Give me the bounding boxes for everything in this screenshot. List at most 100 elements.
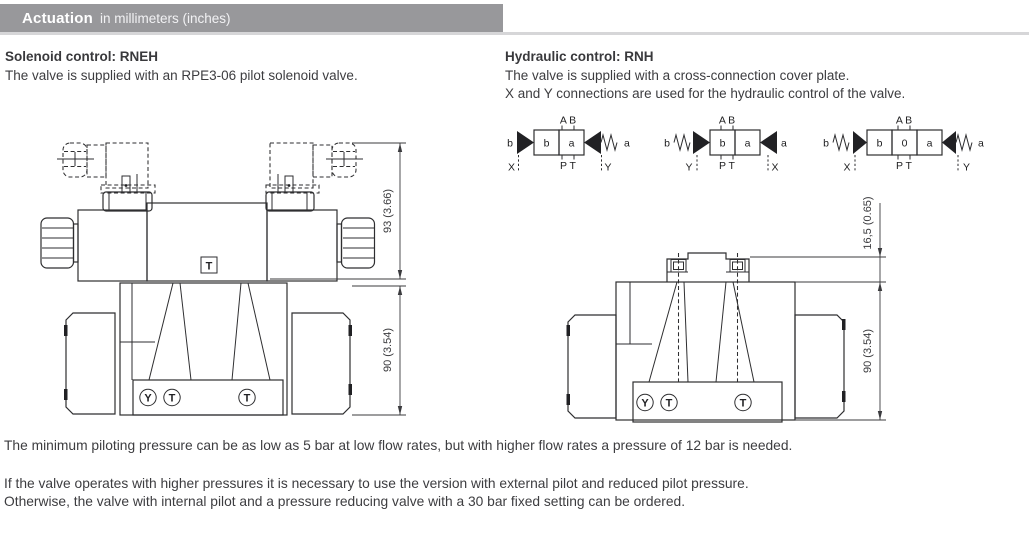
note-line: Otherwise, the valve with internal pilot… [4,494,686,509]
svg-text:T: T [244,393,251,405]
spool-chamber-line [648,281,678,383]
ports-pt-label: P T [896,160,913,172]
dim-93-label: 93 (3.66) [382,189,394,233]
spool-chamber-line [247,282,271,381]
hydraulic-symbol-2: b a A B P T b a Y X [664,115,787,174]
port-symbol-y: Y [139,388,157,407]
left-solenoid-coil [77,209,148,282]
port-x-label: X [772,162,779,174]
note-piloting-pressure: The minimum piloting pressure can be as … [4,437,792,455]
pilot-a-label: a [624,138,630,150]
cover-plate [666,252,750,382]
spool-chamber-line [683,281,689,383]
pilot-arrow-icon [760,131,777,154]
pilot-a-label: a [978,138,984,150]
left-connector-base [102,174,153,212]
port-plate [632,381,783,423]
hydraulic-description-2: X and Y connections are used for the hyd… [505,86,906,101]
ports-ab-label: A B [560,115,576,127]
solenoid-description: The valve is supplied with an RPE3-06 pi… [5,68,358,83]
dimension-16-5: 16,5 (0.65) [750,196,886,291]
svg-text:Y: Y [144,393,152,405]
right-end-cap [291,312,352,415]
pilot-b-label: b [823,138,829,150]
left-end-cap [64,312,116,415]
box-label: a [927,138,933,150]
port-symbol-t2: T [734,393,752,412]
port-x-label: X [843,162,850,174]
cover-bolt [729,259,746,273]
ports-pt-label: P T [719,160,736,172]
right-knurled-nut [336,217,376,269]
port-symbol-t2: T [238,388,256,407]
pilot-arrow-icon [584,131,601,154]
pilot-b-label: b [664,138,670,150]
dimension-93: 93 (3.66) [270,142,406,280]
left-end-cap [566,314,617,419]
right-connector-base [265,174,315,212]
dim-16-5-label: 16,5 (0.65) [862,196,874,249]
hydraulic-section-intro: Hydraulic control: RNH The valve is supp… [505,48,1025,103]
hydraulic-symbol-3: b 0 a A B P T b a X Y [823,115,984,174]
spring-icon [955,133,973,152]
pilot-a-label: a [781,138,787,150]
ports-ab-label: A B [719,115,735,127]
spring-icon [600,133,618,152]
box-label: b [544,138,550,150]
right-end-cap [794,314,846,419]
note-line: The minimum piloting pressure can be as … [4,438,793,453]
dim-90-label: 90 (3.54) [862,329,874,373]
hydraulic-valve-drawing: Y T T 16,5 (0.65) [566,196,886,423]
spring-icon [673,133,691,152]
svg-text:Y: Y [641,398,649,410]
spool-chamber-line [148,282,174,381]
port-y-label: Y [685,162,692,174]
port-x-label: X [508,162,515,174]
ports-ab-label: A B [896,115,912,127]
svg-text:T: T [666,398,673,410]
section-header-bar: Actuation in millimeters (inches) [0,4,503,32]
hydraulic-description-1: The valve is supplied with a cross-conne… [505,68,850,83]
box-label: 0 [902,138,908,150]
svg-text:T: T [740,398,747,410]
pilot-arrow-icon [853,131,867,154]
port-y-label: Y [605,162,612,174]
header-accent-strip [0,32,1029,35]
pilot-b-label: b [507,138,513,150]
solenoid-valve-drawing: T Y T T [40,142,406,416]
spring-icon [832,133,850,152]
pilot-valve-body [146,202,268,282]
port-plate [132,379,284,416]
box-label: a [745,138,751,150]
pilot-tag-letter: T [206,261,213,273]
dimension-90: 90 (3.54) [795,282,886,421]
page-title: Actuation [22,9,93,27]
page-subtitle: in millimeters (inches) [99,10,231,26]
right-connector-plug-dashed [265,142,363,194]
ports-pt-label: P T [560,160,577,172]
solenoid-section-intro: Solenoid control: RNEH The valve is supp… [5,48,475,85]
left-knurled-nut [40,217,79,269]
box-label: b [877,138,883,150]
solenoid-heading: Solenoid control: RNEH [5,49,158,64]
note-line: If the valve operates with higher pressu… [4,476,749,491]
pilot-arrow-icon [693,131,710,154]
dimension-90: 90 (3.54) [352,285,406,416]
right-solenoid-coil [266,209,338,282]
cover-bolt [670,259,687,273]
hydraulic-heading: Hydraulic control: RNH [505,49,654,64]
spool-chamber-line [231,282,242,381]
box-label: b [720,138,726,150]
dim-90-label: 90 (3.54) [382,328,394,372]
note-external-pilot: If the valve operates with higher pressu… [4,475,749,511]
hydraulic-symbol-1: b a A B P T b a X Y [507,115,630,174]
pilot-tag-t: T [200,256,218,274]
left-connector-plug-dashed [57,142,156,194]
port-symbol-t: T [163,388,181,407]
spool-chamber-line [179,282,192,381]
box-label: a [569,138,575,150]
port-symbol-y: Y [636,393,654,412]
port-symbol-t: T [660,393,678,412]
spool-chamber-line [732,281,755,383]
